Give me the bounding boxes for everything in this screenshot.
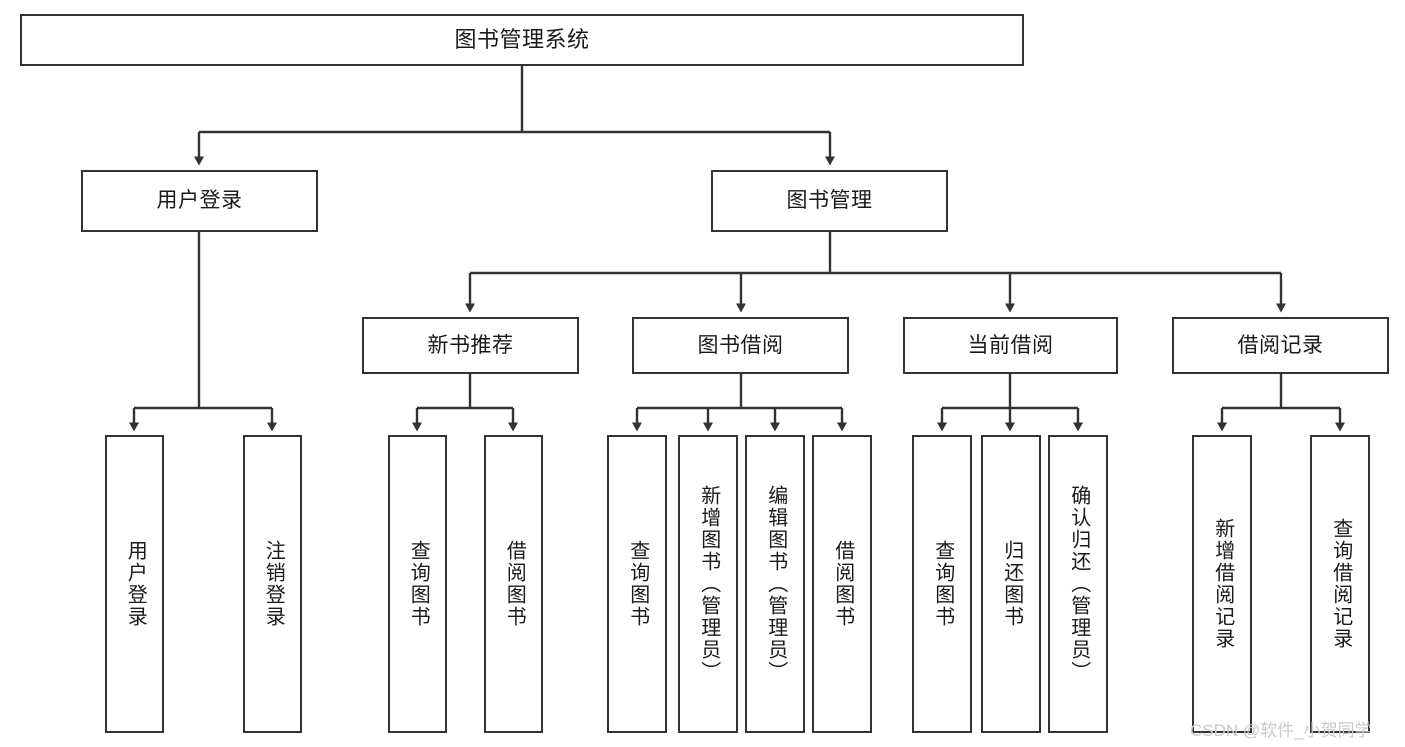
node-label: 查询借阅记录 bbox=[1329, 518, 1352, 650]
node-label: 新增借阅记录 bbox=[1211, 518, 1234, 650]
leaf-user-login-logout[interactable]: 注销登录 bbox=[243, 435, 302, 733]
node-label: 借阅图书 bbox=[831, 540, 854, 628]
leaf-current-borrow-query[interactable]: 查询图书 bbox=[912, 435, 972, 733]
node-label: 图书借阅 bbox=[697, 333, 784, 357]
node-current-borrow[interactable]: 当前借阅 bbox=[903, 317, 1118, 374]
leaf-borrow-record-query[interactable]: 查询借阅记录 bbox=[1310, 435, 1370, 733]
leaf-book-borrow-lend[interactable]: 借阅图书 bbox=[812, 435, 872, 733]
node-book-management[interactable]: 图书管理 bbox=[711, 170, 948, 232]
node-label: 用户登录 bbox=[124, 540, 147, 628]
node-label: 归还图书 bbox=[1000, 540, 1023, 628]
node-label: 图书管理系统 bbox=[454, 26, 590, 52]
leaf-book-borrow-edit[interactable]: 编辑图书（管理员） bbox=[745, 435, 805, 733]
node-book-borrow[interactable]: 图书借阅 bbox=[632, 317, 849, 374]
node-label: 新增图书（管理员） bbox=[697, 485, 720, 683]
node-label: 编辑图书（管理员） bbox=[764, 485, 787, 683]
node-label: 借阅记录 bbox=[1237, 333, 1324, 357]
watermark-text: CSDN @软件_小贺同学 bbox=[1190, 721, 1372, 740]
leaf-book-borrow-query[interactable]: 查询图书 bbox=[607, 435, 667, 733]
leaf-new-book-query[interactable]: 查询图书 bbox=[388, 435, 447, 733]
leaf-new-book-borrow[interactable]: 借阅图书 bbox=[484, 435, 543, 733]
node-user-login[interactable]: 用户登录 bbox=[81, 170, 318, 232]
node-borrow-record[interactable]: 借阅记录 bbox=[1172, 317, 1389, 374]
leaf-user-login-login[interactable]: 用户登录 bbox=[105, 435, 164, 733]
node-label: 查询图书 bbox=[626, 540, 649, 628]
node-label: 图书管理 bbox=[786, 189, 873, 213]
node-label: 查询图书 bbox=[407, 540, 430, 628]
leaf-book-borrow-add[interactable]: 新增图书（管理员） bbox=[678, 435, 738, 733]
node-new-book-recommend[interactable]: 新书推荐 bbox=[362, 317, 579, 374]
node-label: 用户登录 bbox=[156, 189, 243, 213]
node-label: 借阅图书 bbox=[503, 540, 526, 628]
node-label: 当前借阅 bbox=[967, 333, 1054, 357]
node-root-system[interactable]: 图书管理系统 bbox=[20, 14, 1024, 66]
leaf-current-borrow-confirm-return[interactable]: 确认归还（管理员） bbox=[1048, 435, 1108, 733]
node-label: 确认归还（管理员） bbox=[1067, 485, 1090, 683]
leaf-borrow-record-add[interactable]: 新增借阅记录 bbox=[1192, 435, 1252, 733]
leaf-current-borrow-return[interactable]: 归还图书 bbox=[981, 435, 1041, 733]
node-label: 注销登录 bbox=[262, 540, 285, 628]
node-label: 新书推荐 bbox=[427, 333, 514, 357]
node-label: 查询图书 bbox=[931, 540, 954, 628]
